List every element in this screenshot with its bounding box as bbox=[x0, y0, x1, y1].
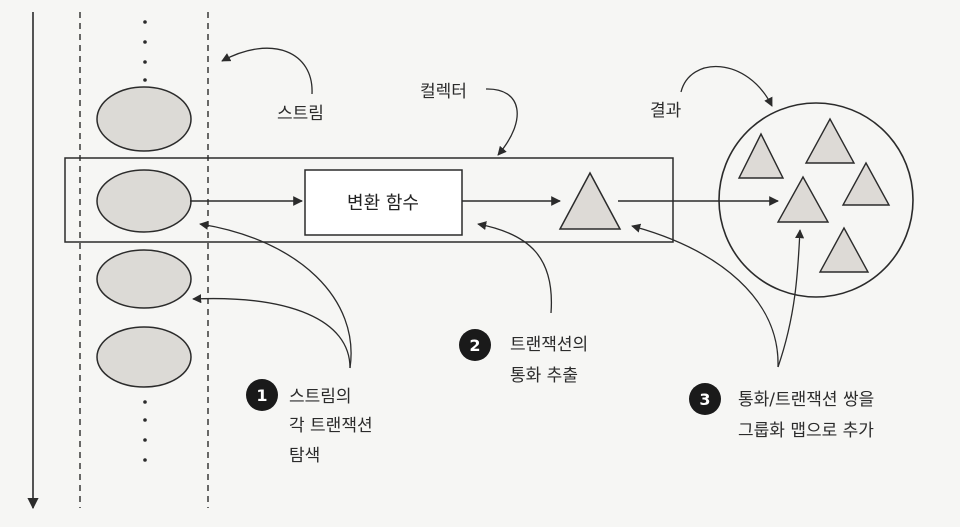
stream-transaction-3 bbox=[96, 249, 192, 309]
step-1-line-2: 각 트랜잭션 bbox=[289, 416, 373, 436]
step-2-number: 2 bbox=[469, 336, 480, 355]
stream-continuation-dots-bottom bbox=[143, 400, 147, 462]
stream-transaction-4 bbox=[96, 326, 192, 388]
stream-label: 스트림 bbox=[277, 104, 324, 124]
step-2-annotation: 2 트랜잭션의 통화 추출 bbox=[459, 329, 588, 386]
step-3-number: 3 bbox=[699, 390, 710, 409]
result-triangle-3 bbox=[841, 161, 891, 206]
step-2-line-2: 통화 추출 bbox=[510, 366, 578, 386]
step-1-number: 1 bbox=[256, 386, 267, 405]
transform-function-label: 변환 함수 bbox=[347, 193, 419, 214]
collector-box bbox=[64, 157, 674, 243]
callout-arrow-step3-a bbox=[631, 223, 779, 368]
result-triangle-4 bbox=[776, 175, 830, 223]
currency-key-triangle bbox=[558, 171, 622, 230]
callout-arrow-step1-b bbox=[192, 294, 351, 369]
callout-arrow-stream bbox=[221, 47, 313, 95]
step-1-line-3: 탐색 bbox=[289, 446, 320, 466]
stream-continuation-dots-top bbox=[143, 20, 147, 82]
result-triangle-1 bbox=[737, 132, 785, 179]
callout-arrow-collector bbox=[485, 88, 518, 156]
collector-label: 컬렉터 bbox=[420, 82, 467, 102]
step-3-line-1: 통화/트랜잭션 쌍을 bbox=[738, 390, 874, 410]
result-triangle-2 bbox=[804, 117, 856, 164]
transform-function-box bbox=[304, 169, 463, 236]
step-2-line-1: 트랜잭션의 bbox=[510, 335, 588, 355]
callout-arrow-step3-b bbox=[777, 229, 805, 368]
stream-transaction-2 bbox=[96, 169, 192, 233]
callout-arrow-step1-a bbox=[199, 220, 352, 369]
result-map-circle bbox=[718, 102, 914, 298]
step-3-line-2: 그룹화 맵으로 추가 bbox=[738, 421, 874, 441]
result-triangle-5 bbox=[818, 226, 870, 273]
step-1-annotation: 1 스트림의 각 트랜잭션 탐색 bbox=[246, 379, 373, 466]
result-label: 결과 bbox=[650, 101, 682, 121]
callout-arrow-result bbox=[680, 65, 773, 107]
step-2-badge bbox=[459, 329, 491, 361]
stream-transaction-1 bbox=[96, 86, 192, 152]
step-3-annotation: 3 통화/트랜잭션 쌍을 그룹화 맵으로 추가 bbox=[689, 383, 874, 441]
step-1-badge bbox=[246, 379, 278, 411]
callout-arrow-step2 bbox=[477, 221, 553, 314]
step-1-line-1: 스트림의 bbox=[289, 387, 352, 407]
step-3-badge bbox=[689, 383, 721, 415]
